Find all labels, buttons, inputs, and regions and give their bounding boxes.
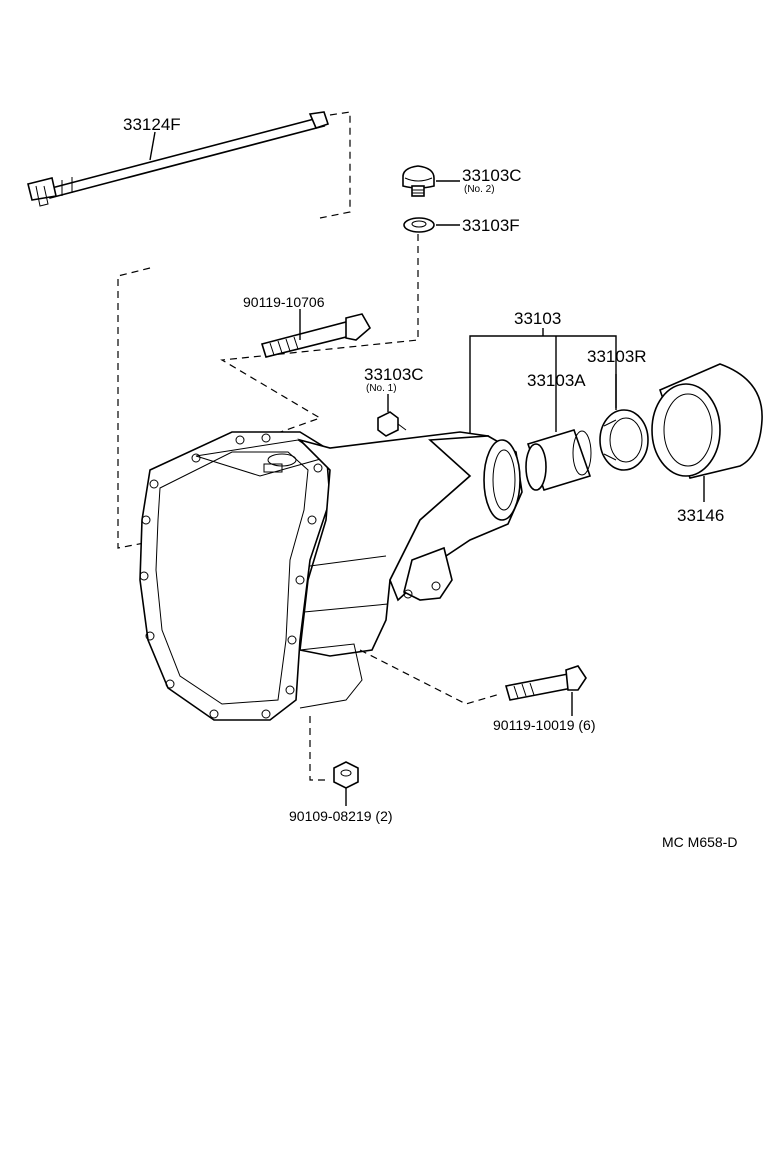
pipe-leader: [149, 131, 156, 161]
part-90119-10019: 90119-10019 (6): [493, 717, 595, 733]
gasket-drawing: [403, 217, 435, 233]
figure-code: MC M658-D: [662, 834, 737, 850]
bolt-lower-drawing: [504, 665, 587, 701]
pipe-dashed-guide: [319, 111, 351, 219]
bolt-upper-drawing: [260, 313, 372, 358]
extension-housing-drawing: [139, 431, 523, 721]
part-33103C-no2-note: (No. 2): [464, 184, 495, 195]
seal-33103R-drawing: [599, 409, 649, 471]
part-33103C-no1-note: (No. 1): [366, 383, 397, 394]
dust-cover-33146-drawing: [651, 363, 763, 479]
bushing-33103A-drawing: [525, 429, 592, 491]
oil-cooler-pipe-drawing: [27, 111, 330, 207]
part-33103A: 33103A: [527, 371, 586, 390]
part-90109-08219: 90109-08219 (2): [289, 808, 393, 824]
part-33103R: 33103R: [587, 347, 647, 366]
left-dashed-guide: [117, 267, 161, 549]
nut-drawing: [333, 761, 359, 789]
part-33103C-no1: 33103C: [364, 365, 424, 384]
part-33103: 33103: [514, 309, 561, 328]
part-33124F: 33124F: [123, 115, 181, 134]
part-33103C-no2: 33103C: [462, 166, 522, 185]
plug-no1-drawing: [377, 411, 407, 437]
part-33146: 33146: [677, 506, 724, 525]
part-90119-10706: 90119-10706: [243, 294, 325, 310]
plug-no2-drawing: [402, 165, 435, 197]
lower-bolt-dashed-guide: [359, 649, 501, 705]
part-33103F: 33103F: [462, 216, 520, 235]
nut-dashed-guide: [309, 716, 330, 781]
